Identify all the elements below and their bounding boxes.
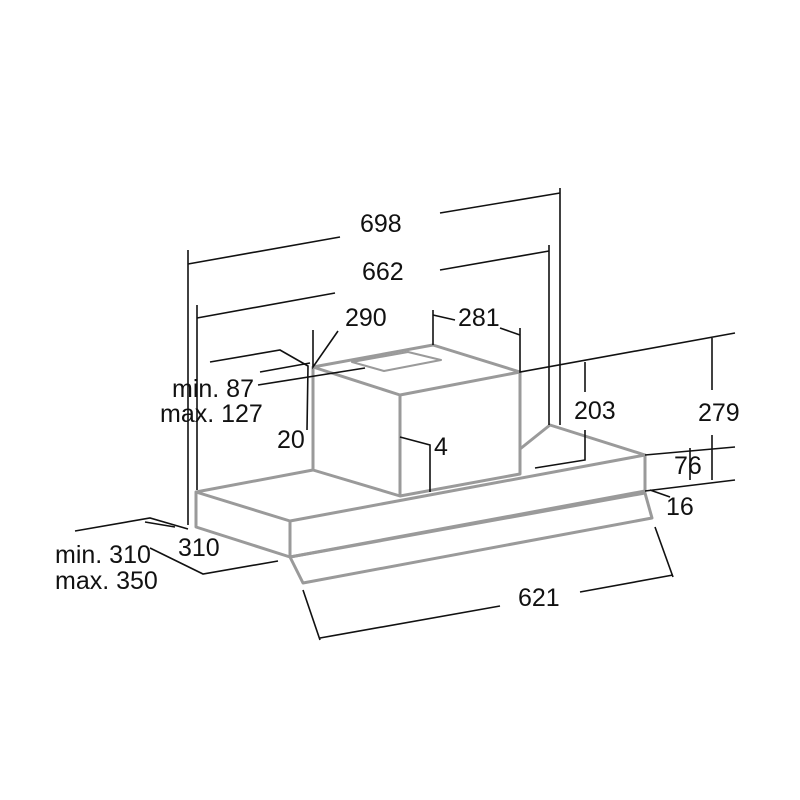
dimension-line	[439, 192, 561, 214]
label-depth-max: max. 350	[55, 567, 158, 595]
dimension-line	[654, 526, 674, 578]
dimension-line	[439, 250, 550, 271]
dimension-line	[302, 589, 321, 641]
dimension-line	[209, 349, 309, 431]
dimension-line	[644, 479, 736, 492]
dimension-line	[187, 236, 341, 265]
dimension-line	[534, 430, 586, 469]
dimension-line	[399, 436, 431, 492]
dimension-line	[74, 517, 189, 532]
label-panel-height: 16	[666, 493, 694, 521]
label-overall-width: 698	[360, 210, 402, 238]
label-panel-width: 621	[518, 584, 560, 612]
dimension-line	[149, 547, 279, 575]
label-chimney-max: max. 127	[160, 400, 263, 428]
label-inner-width: 662	[362, 258, 404, 286]
label-depth: 310	[178, 534, 220, 562]
motor-box	[311, 343, 522, 498]
label-chimney-min: min. 87	[172, 375, 254, 403]
dimension-line	[319, 605, 501, 639]
label-motor-right: 281	[458, 304, 500, 332]
label-motor-left: 290	[345, 304, 387, 332]
dimension-line	[259, 362, 311, 373]
label-motor-gap: 4	[434, 433, 448, 461]
dimension-lines	[74, 188, 736, 641]
label-motor-height: 203	[574, 397, 616, 425]
dimension-line	[432, 314, 456, 321]
dimension-line	[257, 367, 366, 386]
dimension-line	[312, 330, 339, 370]
label-body-height: 76	[674, 452, 702, 480]
label-total-height: 279	[698, 399, 740, 427]
dimension-line	[519, 328, 736, 373]
glass-panel	[288, 491, 654, 585]
label-depth-min: min. 310	[55, 541, 151, 569]
dimension-line	[649, 489, 671, 498]
dimension-line	[144, 521, 176, 528]
dimension-line	[499, 327, 521, 336]
dimension-line	[579, 574, 674, 593]
dimension-line	[196, 292, 336, 319]
label-motor-offset: 20	[277, 426, 305, 454]
